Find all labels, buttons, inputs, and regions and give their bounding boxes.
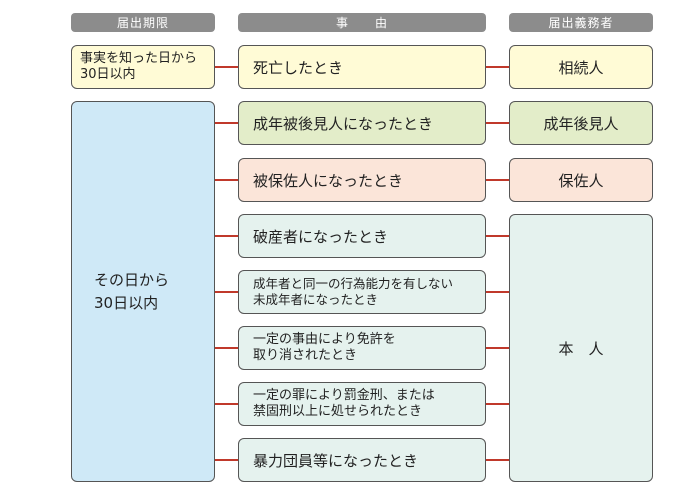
header-obligor: 届出義務者 (509, 13, 653, 32)
obligor-self: 本 人 (509, 214, 653, 482)
obligor-curator: 保佐人 (509, 158, 653, 202)
reason-minor: 成年者と同一の行為能力を有しない 未成年者になったとき (238, 270, 486, 314)
reason-bankrupt: 破産者になったとき (238, 214, 486, 258)
reason-adult-ward: 成年被後見人になったとき (238, 101, 486, 145)
deadline-death-box: 事実を知った日から 30日以内 (71, 45, 215, 89)
deadline-other-box: その日から 30日以内 (71, 101, 215, 482)
header-deadline: 届出期限 (71, 13, 215, 32)
header-reason: 事 由 (238, 13, 486, 32)
reason-criminal-penalty: 一定の罪により罰金刑、または 禁固刑以上に処せられたとき (238, 382, 486, 426)
obligor-heir: 相続人 (509, 45, 653, 89)
reason-death: 死亡したとき (238, 45, 486, 89)
reason-gang-member: 暴力団員等になったとき (238, 438, 486, 482)
reason-license-revoked: 一定の事由により免許を 取り消されたとき (238, 326, 486, 370)
obligor-adult-guardian: 成年後見人 (509, 101, 653, 145)
reason-person-under-curatorship: 被保佐人になったとき (238, 158, 486, 202)
